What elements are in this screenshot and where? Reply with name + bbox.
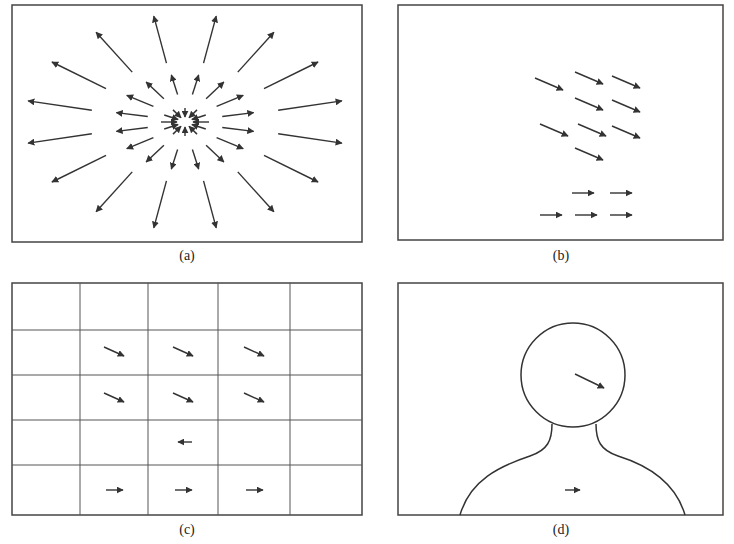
motion-arrow: [96, 32, 132, 72]
motion-arrow: [192, 149, 198, 169]
motion-arrow: [578, 124, 606, 136]
motion-arrow: [222, 113, 253, 117]
block-grid: [12, 283, 362, 515]
motion-arrow: [146, 82, 164, 99]
motion-arrow: [206, 82, 224, 99]
motion-arrow: [127, 138, 154, 149]
motion-arrow: [104, 347, 124, 356]
person-outline: [460, 323, 685, 515]
motion-arrow: [612, 100, 640, 112]
motion-arrow: [173, 110, 181, 118]
motion-arrow: [173, 126, 181, 134]
motion-arrow: [244, 393, 264, 402]
motion-arrow: [189, 126, 197, 134]
motion-arrow: [171, 149, 177, 169]
motion-arrow: [154, 181, 167, 228]
panel-frame: [398, 283, 723, 515]
motion-arrow: [52, 62, 106, 89]
motion-arrow: [192, 75, 198, 95]
panel-frame: [398, 5, 723, 240]
motion-arrow: [264, 62, 318, 89]
motion-arrow: [204, 16, 217, 63]
motion-arrow: [106, 489, 123, 490]
panel-frame: [12, 5, 362, 242]
motion-arrow: [278, 101, 342, 110]
motion-arrow: [192, 115, 206, 120]
motion-arrow: [246, 489, 263, 490]
motion-arrow: [612, 126, 640, 138]
panel-label: (c): [177, 522, 197, 538]
motion-arrow: [192, 125, 206, 130]
motion-arrow: [184, 127, 185, 136]
motion-arrow: [175, 489, 192, 490]
motion-arrow: [154, 16, 167, 63]
motion-arrow: [575, 374, 604, 388]
motion-arrow: [264, 155, 318, 182]
motion-arrow: [572, 192, 594, 193]
motion-arrow: [238, 32, 274, 72]
motion-arrow: [610, 192, 632, 193]
motion-arrow: [217, 95, 244, 106]
motion-arrow: [96, 172, 132, 212]
motion-arrow: [575, 214, 597, 215]
motion-arrow: [204, 181, 217, 228]
motion-arrow: [278, 134, 342, 143]
motion-arrow: [164, 125, 178, 130]
motion-arrow: [217, 138, 244, 149]
motion-vectors: [28, 16, 640, 490]
motion-arrow: [171, 75, 177, 95]
motion-arrow: [104, 393, 124, 402]
motion-arrow: [222, 127, 253, 131]
motion-arrow: [238, 172, 274, 212]
motion-arrow: [173, 347, 193, 356]
motion-arrow: [610, 214, 632, 215]
motion-arrow: [146, 145, 164, 162]
motion-arrow: [575, 98, 603, 110]
motion-arrow: [540, 124, 568, 136]
panel-label: (a): [177, 248, 197, 264]
motion-arrow: [575, 148, 603, 160]
panel-label: (b): [551, 248, 571, 264]
motion-arrow: [244, 347, 264, 356]
motion-arrow: [178, 441, 192, 442]
motion-arrow: [52, 155, 106, 182]
motion-arrow: [193, 121, 209, 122]
motion-arrow: [173, 393, 193, 402]
motion-arrow: [164, 115, 178, 120]
motion-arrow: [161, 121, 177, 122]
motion-arrow: [612, 76, 640, 88]
motion-arrow: [28, 101, 92, 110]
motion-arrow: [28, 134, 92, 143]
motion-arrow: [565, 489, 580, 490]
motion-arrow: [127, 95, 154, 106]
motion-arrow: [116, 127, 147, 131]
motion-arrow: [116, 113, 147, 117]
panel-label: (d): [551, 522, 571, 538]
motion-arrow: [535, 78, 563, 90]
motion-arrow: [189, 110, 197, 118]
motion-arrow: [540, 214, 562, 215]
motion-arrow: [184, 108, 185, 117]
motion-arrow: [206, 145, 224, 162]
motion-arrow: [575, 72, 603, 84]
panel-frame: [12, 283, 362, 515]
